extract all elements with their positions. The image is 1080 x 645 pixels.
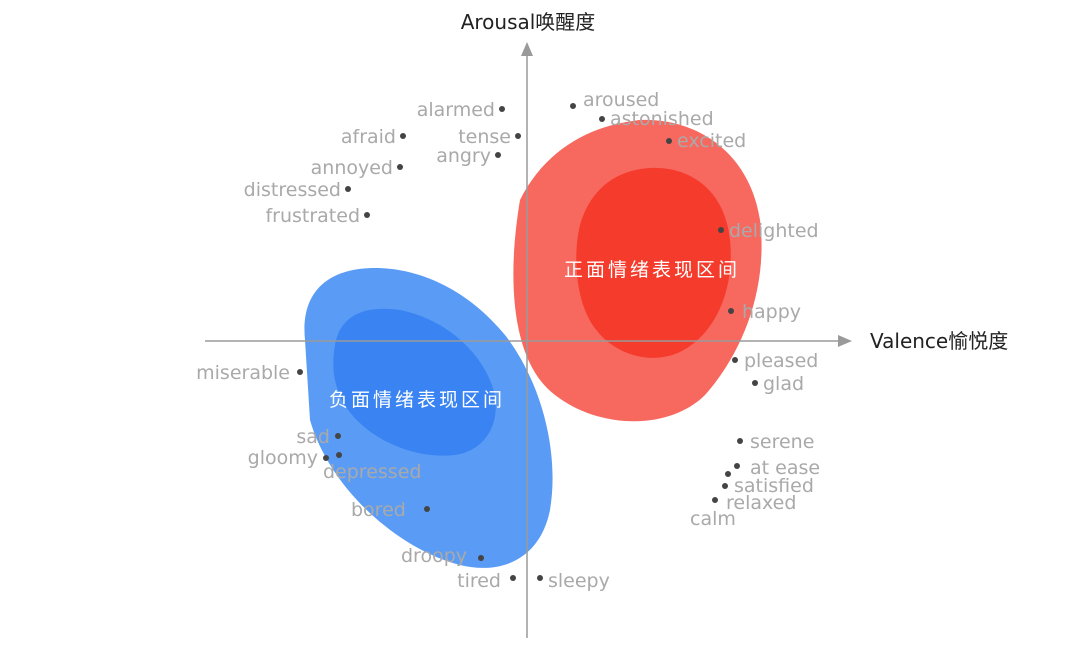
emotion-label-glad: glad bbox=[763, 373, 804, 395]
emotion-dot-afraid bbox=[400, 133, 406, 139]
emotion-dot-satisfied bbox=[725, 471, 731, 477]
emotion-dot-droopy bbox=[478, 555, 484, 561]
emotion-dot-sad bbox=[335, 433, 341, 439]
emotion-label-excited: excited bbox=[677, 130, 746, 152]
emotion-dot-distressed bbox=[345, 186, 351, 192]
emotion-label-calm: calm bbox=[690, 508, 736, 530]
emotion-dot-annoyed bbox=[397, 164, 403, 170]
emotion-label-happy: happy bbox=[742, 301, 801, 323]
negative-zone-label: 负面情绪表现区间 bbox=[329, 389, 505, 411]
emotion-label-pleased: pleased bbox=[744, 350, 818, 372]
emotion-label-at-ease: at ease bbox=[750, 457, 820, 479]
emotion-dot-frustrated bbox=[364, 212, 370, 218]
y-axis-arrow bbox=[521, 42, 533, 56]
emotion-label-angry: angry bbox=[436, 145, 491, 167]
emotion-dot-aroused bbox=[570, 103, 576, 109]
emotion-dot-satisfied-2 bbox=[722, 483, 728, 489]
emotion-dot-tired bbox=[510, 575, 516, 581]
emotion-dot-excited bbox=[666, 138, 672, 144]
emotion-dot-delighted bbox=[718, 227, 724, 233]
emotion-label-sleepy: sleepy bbox=[548, 570, 610, 592]
x-axis-arrow bbox=[838, 335, 852, 347]
y-axis-title: Arousal唤醒度 bbox=[461, 10, 596, 34]
emotion-dot-pleased bbox=[732, 357, 738, 363]
emotion-dot-astonished bbox=[599, 116, 605, 122]
negative-zone-inner bbox=[333, 308, 496, 456]
emotion-dot-angry bbox=[495, 152, 501, 158]
emotion-label-afraid: afraid bbox=[341, 126, 396, 148]
emotion-label-tense: tense bbox=[458, 126, 511, 148]
emotion-label-relaxed: relaxed bbox=[726, 492, 796, 514]
emotion-label-bored: bored bbox=[351, 499, 406, 521]
emotion-label-tired: tired bbox=[457, 570, 501, 592]
emotion-dot-happy bbox=[728, 308, 734, 314]
emotion-dot-relaxed bbox=[712, 497, 718, 503]
positive-zone-inner bbox=[576, 167, 731, 358]
emotion-label-delighted: delighted bbox=[729, 220, 819, 242]
emotion-dot-alarmed bbox=[499, 106, 505, 112]
emotion-label-sad: sad bbox=[296, 426, 330, 448]
emotion-label-annoyed: annoyed bbox=[311, 157, 393, 179]
emotion-dot-bored bbox=[424, 506, 430, 512]
emotion-dot-miserable bbox=[297, 369, 303, 375]
emotion-dot-glad bbox=[752, 380, 758, 386]
positive-zone-label: 正面情绪表现区间 bbox=[564, 259, 740, 281]
emotion-label-aroused: aroused bbox=[583, 89, 659, 111]
emotion-dot-tense bbox=[515, 133, 521, 139]
emotion-label-distressed: distressed bbox=[244, 179, 341, 201]
emotion-dot-gloomy bbox=[323, 455, 329, 461]
emotion-dot-depressed bbox=[336, 452, 342, 458]
emotion-label-satisfied: satisfied bbox=[734, 475, 814, 497]
emotion-label-droopy: droopy bbox=[401, 545, 467, 567]
emotion-dot-at-ease bbox=[734, 463, 740, 469]
x-axis-title: Valence愉悦度 bbox=[870, 329, 1008, 353]
emotion-label-astonished: astonished bbox=[610, 108, 714, 130]
emotion-label-frustrated: frustrated bbox=[265, 205, 360, 227]
emotion-label-alarmed: alarmed bbox=[417, 99, 495, 121]
emotion-label-depressed: depressed bbox=[323, 461, 421, 483]
emotion-dot-sleepy bbox=[537, 575, 543, 581]
emotion-label-miserable: miserable bbox=[196, 362, 290, 384]
emotion-dot-serene bbox=[737, 438, 743, 444]
emotion-label-serene: serene bbox=[750, 431, 814, 453]
emotion-label-gloomy: gloomy bbox=[248, 447, 318, 469]
